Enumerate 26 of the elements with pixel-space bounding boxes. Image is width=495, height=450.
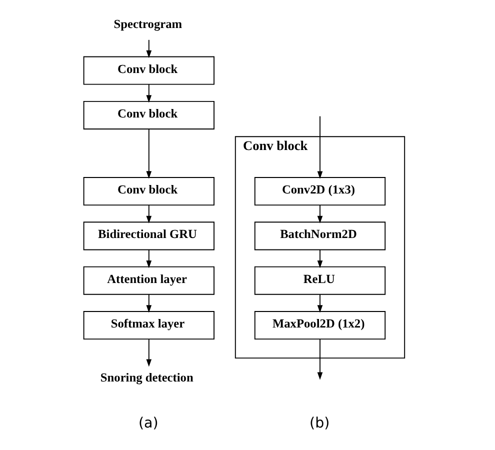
- arrow: [146, 338, 152, 367]
- arrow: [316, 338, 322, 380]
- arrow: [146, 128, 152, 179]
- arrow: [146, 39, 152, 58]
- label: (a): [138, 415, 158, 432]
- arrow: [146, 249, 152, 268]
- node-box: Conv block: [82, 177, 214, 206]
- node-box: ReLU: [254, 266, 386, 295]
- node-box: MaxPool2D (1x2): [254, 311, 386, 340]
- arrow: [146, 84, 152, 103]
- arrow: [316, 204, 322, 224]
- node-box: BatchNorm2D: [254, 222, 386, 250]
- node-box: Conv2D (1x3): [254, 177, 386, 206]
- arrow: [316, 249, 322, 268]
- arrow: [316, 294, 322, 313]
- node-box: Attention layer: [82, 266, 214, 295]
- node-box: Conv block: [82, 56, 214, 85]
- arrow: [146, 294, 152, 313]
- node-box: Bidirectional GRU: [82, 222, 214, 250]
- node-box: Conv block: [82, 100, 214, 130]
- node-text: Spectrogram: [113, 17, 182, 32]
- node-box: Softmax layer: [82, 311, 214, 340]
- arrow: [316, 116, 322, 179]
- label: (b): [309, 415, 330, 432]
- node-text: Snoring detection: [100, 370, 193, 385]
- arrow: [146, 204, 152, 224]
